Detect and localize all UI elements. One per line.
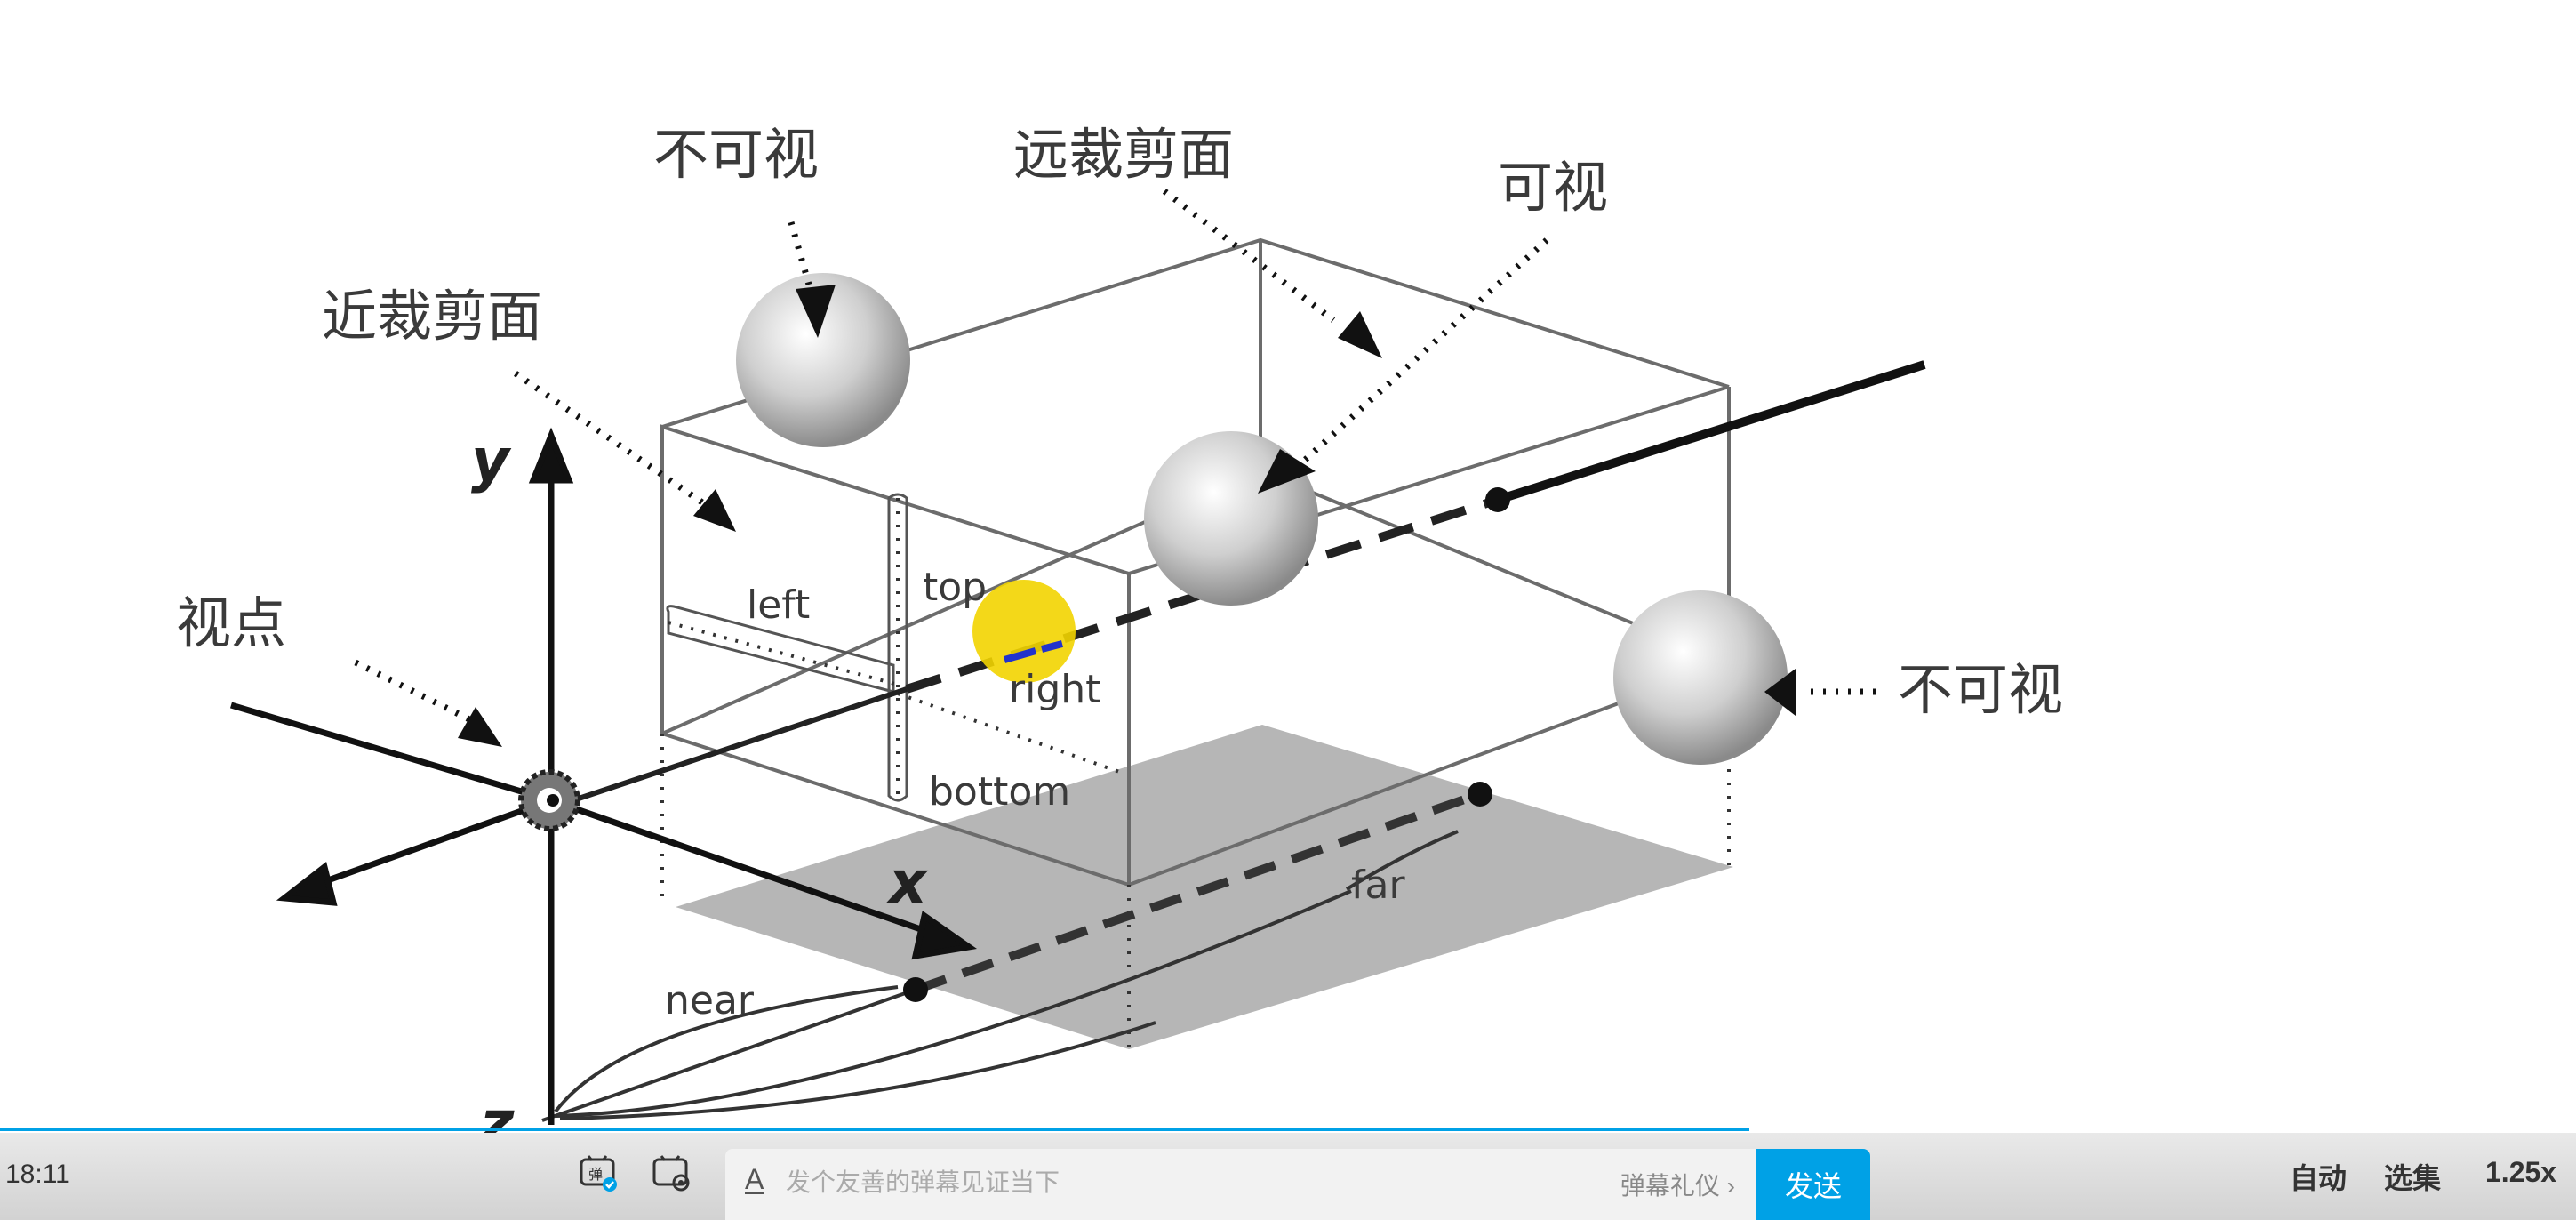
annotation-arrows — [354, 189, 1876, 724]
episodes-button[interactable]: 选集 — [2384, 1162, 2442, 1194]
label-near: near — [665, 978, 755, 1023]
ground-ray-dashed — [914, 790, 1482, 994]
label-visible: 可视 — [1498, 155, 1608, 220]
annotation-arrowheads — [458, 285, 1796, 747]
ground-ray-solid — [541, 988, 916, 1122]
label-far-plane: 远裁剪面 — [1013, 122, 1234, 187]
playback-speed-button[interactable]: 1.25x — [2485, 1156, 2557, 1188]
current-time: 18:11 — [5, 1160, 70, 1189]
label-top: top — [923, 565, 987, 610]
ground-far-point — [1468, 782, 1492, 807]
danmaku-etiquette-link[interactable]: 弹幕礼仪 › — [1620, 1172, 1735, 1200]
view-ray-solid-far — [1496, 360, 1926, 504]
axis-label-x: x — [886, 848, 929, 917]
label-invisible-right: 不可视 — [1898, 657, 2063, 722]
danmaku-input-box: A 弹幕礼仪 › — [725, 1149, 1756, 1220]
label-viewpoint: 视点 — [176, 590, 286, 655]
axis-label-y: y — [471, 426, 512, 494]
distance-curves — [554, 830, 1459, 1120]
progress-bar[interactable] — [0, 1128, 2576, 1131]
danmaku-input[interactable] — [784, 1161, 1588, 1204]
pointer-highlight — [972, 580, 1076, 683]
ground-near-point — [903, 977, 928, 1002]
label-left: left — [747, 582, 810, 628]
danmaku-toggle-icon[interactable]: 弹 — [578, 1152, 619, 1193]
label-far: far — [1351, 863, 1405, 908]
font-style-icon[interactable]: A — [745, 1163, 764, 1195]
label-right: right — [1009, 667, 1100, 712]
label-invisible-top: 不可视 — [653, 122, 819, 187]
axes — [230, 427, 978, 1125]
sphere-top-invisible — [736, 273, 910, 447]
near-cross-lines — [668, 621, 1125, 775]
player-control-bar: 18:11 弹 A 弹幕礼仪 › 发送 自动 选集 1.25x — [0, 1133, 2576, 1220]
send-button[interactable]: 发送 — [1756, 1149, 1870, 1220]
svg-text:弹: 弹 — [588, 1166, 603, 1183]
sphere-right-invisible — [1613, 590, 1788, 765]
eye-icon — [518, 769, 580, 831]
view-ray-solid-near — [546, 686, 908, 812]
auto-quality-button[interactable]: 自动 — [2290, 1162, 2348, 1194]
far-ray-point — [1485, 487, 1510, 512]
label-near-plane: 近裁剪面 — [322, 284, 542, 349]
label-bottom: bottom — [929, 769, 1070, 815]
progress-bar-fill — [0, 1128, 1749, 1131]
danmaku-settings-icon[interactable] — [651, 1152, 692, 1193]
